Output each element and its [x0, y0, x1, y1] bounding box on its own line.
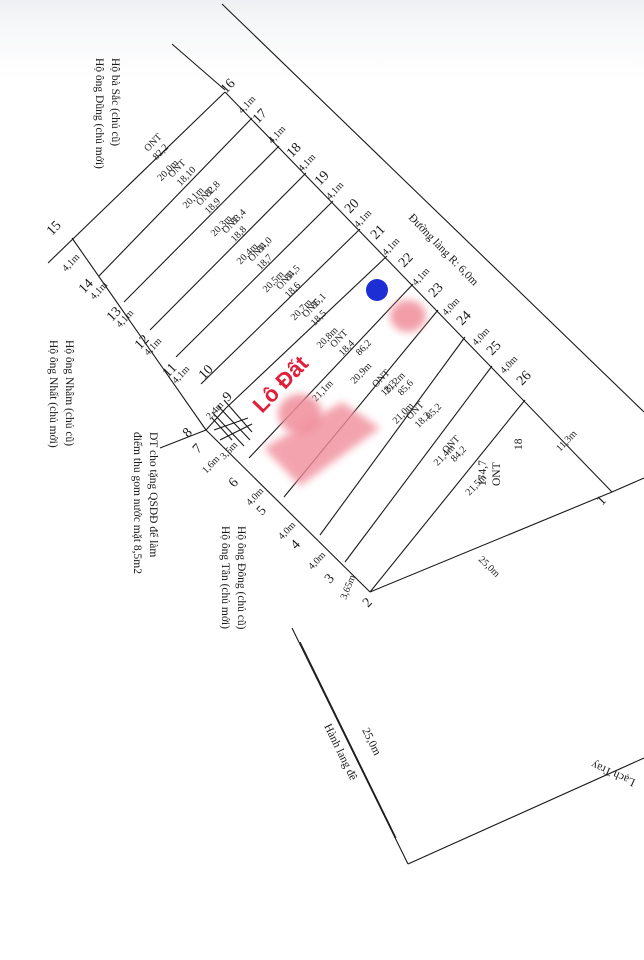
note-label: DT cho tặng QSDĐ để làm	[147, 432, 160, 557]
north-boundary	[47, 91, 226, 264]
gutter-lead	[159, 429, 207, 449]
dimension-label: 4,0m	[306, 550, 328, 572]
location-marker-icon[interactable]	[366, 279, 388, 301]
south-boundary	[205, 429, 371, 593]
lot-18-label: ONT 18 174,7	[477, 438, 525, 486]
lot-number: 18	[513, 438, 525, 450]
lot-code: ONT	[491, 462, 503, 486]
gutter-hatch	[211, 399, 253, 447]
lot-area: 174,7	[477, 460, 489, 486]
back-boundary	[71, 237, 207, 431]
lot-divider	[200, 228, 361, 385]
point-label: 4	[288, 537, 304, 552]
point-label: 15	[44, 218, 65, 238]
owner-label: Hộ ông Tân (chủ mới)	[219, 526, 231, 629]
dimension-label: 4,0m	[276, 520, 298, 542]
bottom-dimensions: 4,0m 4,0m 4,0m	[244, 486, 328, 572]
point-label: 6	[226, 475, 242, 490]
dimension-label: 4,1m	[60, 252, 82, 274]
dimension-label: 25,0m	[476, 554, 502, 580]
lot-divider	[248, 283, 414, 459]
blur-overlay	[264, 402, 380, 486]
lot-divider	[225, 255, 388, 409]
owner-label: Hộ ông Đông (chủ cũ)	[235, 526, 247, 630]
point-label: 7	[190, 441, 206, 456]
dimension-label: 4,0m	[244, 486, 266, 508]
corridor-dimension-line	[299, 641, 397, 839]
point-label: 3	[322, 571, 338, 586]
owner-label: Hộ bà Sắc (chủ cũ)	[109, 58, 122, 146]
point-label: 23	[426, 280, 447, 300]
point-label: 16	[218, 76, 239, 96]
point-label: 18	[284, 140, 305, 160]
hatch-line	[213, 417, 249, 431]
dimension-label: 4,0m	[498, 354, 520, 376]
point-label: 8	[180, 425, 196, 440]
dimension-label: 3,65m	[339, 573, 359, 601]
lot-divider	[175, 200, 334, 358]
point-label: 17	[250, 106, 271, 126]
dimension-label: 4,1m	[380, 236, 402, 258]
lot-dividers	[98, 117, 526, 593]
map-edge-label: Lạch Tray	[589, 758, 637, 788]
point-label: 2	[360, 595, 376, 610]
corridor-boundary	[291, 627, 409, 865]
dimension-label: 11,3m	[554, 428, 579, 454]
road-front-line	[224, 91, 613, 493]
point-label: 5	[254, 503, 270, 518]
east-tail	[611, 477, 644, 493]
dimension-label: 4,1m	[410, 266, 432, 288]
blur-overlay	[390, 300, 426, 332]
point-label: 26	[514, 368, 535, 388]
lot-divider	[149, 172, 307, 331]
point-label: 9	[220, 389, 236, 404]
lot-divider	[369, 399, 526, 593]
dimension-label: 4,1m	[266, 124, 288, 146]
corridor-edge	[407, 757, 644, 865]
lot18-bottom-boundary	[369, 491, 613, 593]
point-label: 22	[396, 250, 417, 270]
lot-area: 86,2	[354, 338, 374, 358]
note-label: điểm thu gom nước mặt 8,5m2	[131, 432, 144, 574]
top-lead-line	[171, 43, 226, 91]
lot-divider	[123, 145, 280, 303]
owner-label: Hộ ông Nhâm (chủ cũ)	[63, 340, 75, 446]
point-label: 25	[484, 338, 505, 358]
hatch-line	[219, 423, 253, 441]
hatch-line	[211, 411, 245, 447]
lot-divider	[344, 365, 493, 563]
point-label: 10	[196, 362, 217, 382]
lot-divider	[319, 336, 466, 536]
corridor-width-label: 25,0m	[359, 726, 383, 757]
owner-label: Hộ ông Dũng (chủ mới)	[93, 58, 105, 169]
hatch-line	[211, 417, 233, 441]
dimension-label: 3,5m	[218, 440, 240, 462]
lot-divider	[98, 117, 253, 277]
dimension-label: 1,6m	[200, 454, 222, 476]
road-outer-edge	[221, 3, 644, 413]
point-label: 24	[454, 308, 475, 328]
owner-label: Hộ ông Nhất (chủ mới)	[47, 340, 60, 448]
point-label: 21	[368, 222, 389, 242]
